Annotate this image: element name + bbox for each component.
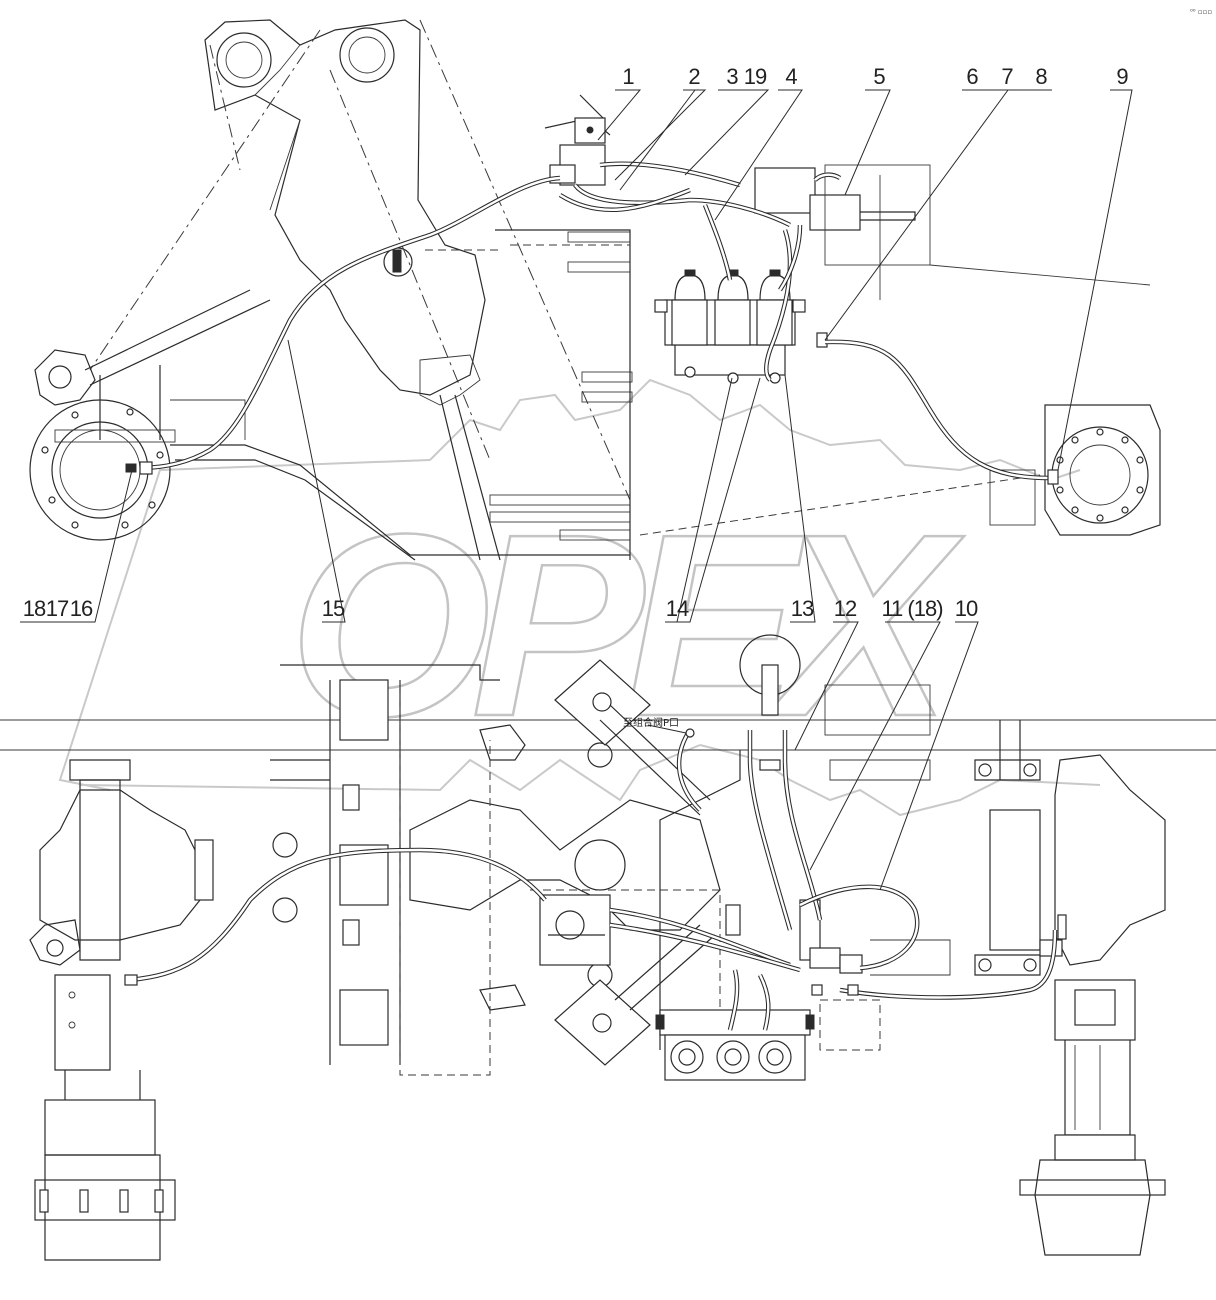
front-right-axle (639, 264, 1161, 536)
rear-left-axle (29, 759, 214, 1261)
callout-4: 4 (785, 64, 797, 89)
callout-labels: 1 2 3 19 4 5 6 7 8 9 18 17 16 15 14 13 1… (23, 64, 1130, 621)
callout-19: 19 (744, 64, 767, 89)
callout-14: 14 (666, 596, 689, 621)
brake-valve-assembly (544, 94, 931, 384)
boom-frame (29, 19, 633, 561)
callout-7: 7 (1001, 64, 1013, 89)
pump-block (655, 1009, 815, 1081)
watermark-text: OPEX (289, 481, 965, 771)
callout-10: 10 (955, 596, 978, 621)
callout-15: 15 (322, 596, 345, 621)
brake-hoses (129, 161, 1058, 1031)
callout-12: 12 (834, 596, 857, 621)
callout-1: 1 (622, 64, 634, 89)
fittings (124, 461, 1067, 996)
port-note: 至组合阀P口 (623, 716, 679, 729)
corner-mark: ⁰⁰ ▫▫▫ (1190, 8, 1212, 16)
callout-17: 17 (46, 596, 69, 621)
callout-leaders (20, 89, 1133, 891)
callout-13: 13 (791, 596, 814, 621)
callout-9: 9 (1116, 64, 1128, 89)
callout-5: 5 (873, 64, 885, 89)
callout-18: 18 (23, 596, 46, 621)
rear-frame (0, 634, 1216, 1081)
opex-watermark: OPEX (58, 378, 1101, 817)
callout-6: 6 (966, 64, 978, 89)
callout-3: 3 (726, 64, 738, 89)
rear-right-axle (1019, 754, 1166, 1256)
callout-8: 8 (1035, 64, 1047, 89)
callout-2: 2 (688, 64, 700, 89)
callout-16: 16 (70, 596, 93, 621)
callout-11-18: 11 (18) (881, 596, 942, 621)
